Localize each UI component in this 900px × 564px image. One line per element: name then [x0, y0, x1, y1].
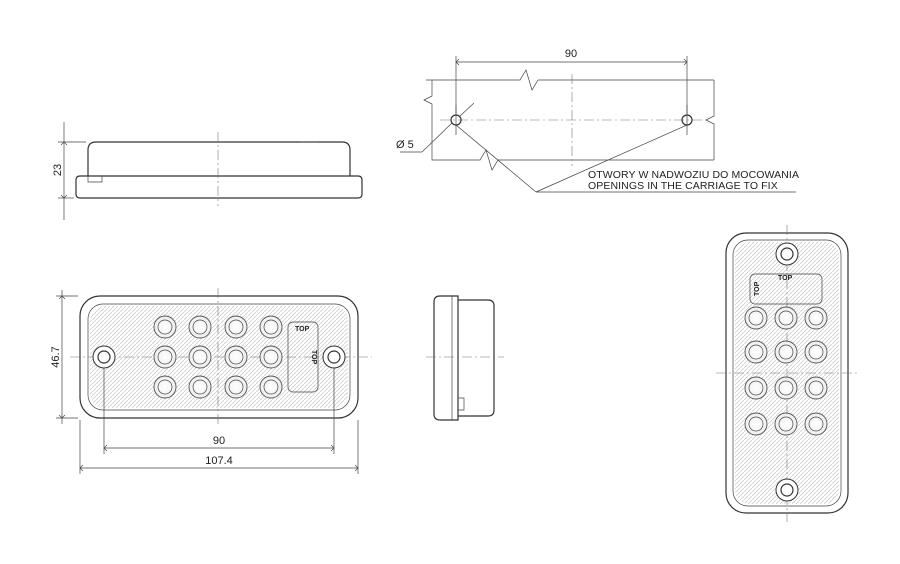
mounting-hole-detail: 90 Ø 5 OTWORY W NADWOZIU DO MOCOWANIA OP…	[396, 48, 799, 193]
dim-hole-diameter: Ø 5	[396, 139, 414, 151]
front-dimensions: 46.7 90 107.4	[50, 290, 359, 474]
top-marker-front: TOP	[295, 326, 310, 333]
dim-total-length: 107.4	[205, 455, 233, 467]
dim-hole-spacing-front: 90	[213, 435, 225, 447]
dim-hole-spacing-top: 90	[565, 48, 577, 60]
led-grid-front	[153, 315, 283, 399]
right-hole-top	[780, 247, 794, 261]
side-view	[75, 132, 363, 206]
front-view: TOP TOP	[70, 288, 372, 426]
dim-height-label: 23	[52, 164, 64, 176]
top-marker-front-rotated: TOP	[310, 350, 317, 365]
end-view	[426, 295, 504, 421]
top-marker-right-rotated: TOP	[754, 281, 761, 296]
note-polish: OTWORY W NADWOZIU DO MOCOWANIA	[588, 169, 799, 181]
front-hole-right	[327, 350, 341, 364]
note-english: OPENINGS IN THE CARRIAGE TO FIX	[588, 180, 778, 192]
front-hole-left	[97, 350, 111, 364]
dim-width-side: 46.7	[50, 346, 62, 367]
vertical-view: TOP TOP	[716, 225, 858, 522]
right-hole-bottom	[780, 483, 794, 497]
led-grid-right	[744, 306, 828, 436]
height-dimension: 23	[52, 122, 86, 220]
top-marker-right: TOP	[778, 275, 793, 282]
